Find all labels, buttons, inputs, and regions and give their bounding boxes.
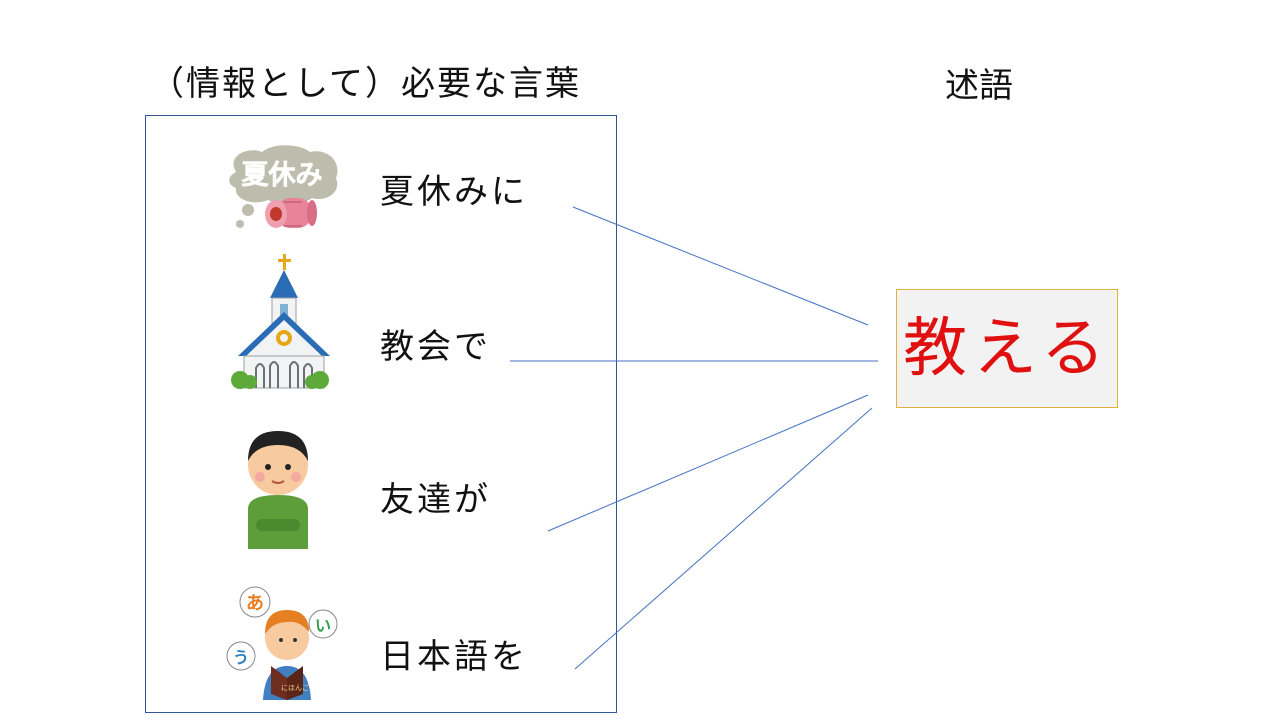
connector-japanese bbox=[574, 407, 873, 670]
connector-friend bbox=[547, 394, 869, 532]
predicate-heading: 述語 bbox=[945, 66, 1013, 106]
summer-vacation-icon: 夏休み bbox=[229, 145, 338, 228]
predicate-box: 教える bbox=[896, 289, 1118, 408]
words-box bbox=[145, 115, 617, 713]
predicate-label: 教える bbox=[902, 311, 1112, 386]
bubble-a: あ bbox=[246, 593, 264, 614]
word-summer-vacation: 夏休みに bbox=[380, 172, 528, 212]
word-japanese: 日本語を bbox=[380, 637, 528, 677]
book-title: にほんご bbox=[281, 683, 309, 692]
connector-summer bbox=[572, 206, 869, 326]
bubble-u: う bbox=[233, 648, 249, 667]
studying-japanese-icon: あ い う にほんご bbox=[226, 586, 338, 700]
word-friend: 友達が bbox=[380, 480, 491, 520]
bubble-i: い bbox=[315, 616, 331, 635]
friend-person-icon bbox=[248, 431, 308, 549]
summer-vacation-caption: 夏休み bbox=[242, 160, 323, 191]
church-icon bbox=[231, 254, 330, 389]
word-at-church: 教会で bbox=[380, 327, 491, 367]
info-words-heading: （情報として）必要な言葉 bbox=[150, 64, 581, 104]
